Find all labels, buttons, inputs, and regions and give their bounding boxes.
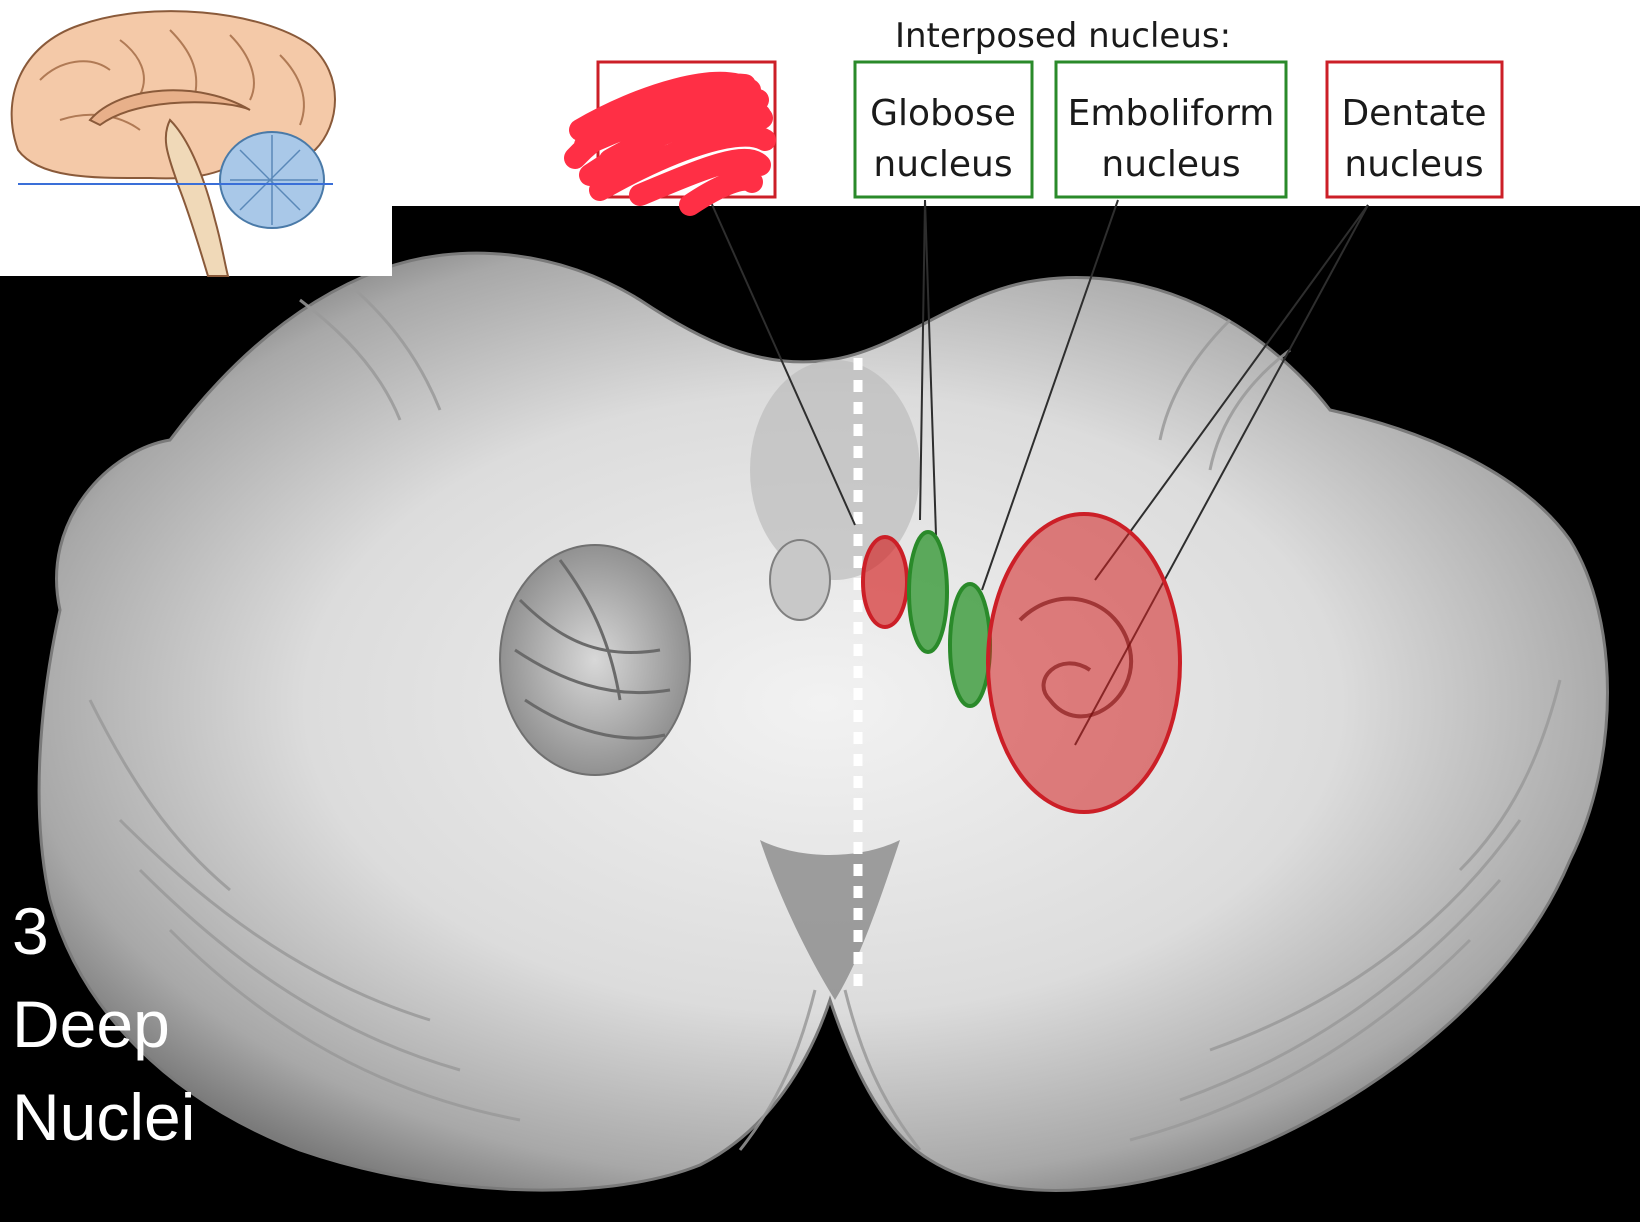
left-folia-cluster — [499, 544, 691, 776]
inset-gyri — [39, 29, 305, 131]
vermis — [750, 360, 920, 580]
inset-cerebellum-folia — [230, 135, 318, 225]
caption-line-3: Nuclei — [12, 1080, 196, 1154]
inset-brainstem — [164, 118, 230, 277]
emboliform-label-line1: Emboliform — [1068, 93, 1275, 134]
redaction-scribble — [564, 71, 776, 216]
folia-texture — [88, 283, 1562, 1151]
dentate-label-line2: nucleus — [1344, 144, 1483, 185]
emboliform-label-line2: nucleus — [1101, 144, 1240, 185]
globose-label-line1: Globose — [870, 93, 1016, 134]
dentate-folds — [1018, 596, 1134, 719]
caption-line-2: Deep — [12, 987, 170, 1061]
inset-corpus-callosum — [88, 89, 251, 127]
midline-notch — [760, 840, 900, 1000]
globose-label-line2: nucleus — [873, 144, 1012, 185]
dentate-label-box: Dentate nucleus — [1325, 60, 1504, 199]
caption-line-1: 3 — [12, 894, 49, 968]
brain-inset — [0, 0, 392, 277]
interposed-header: Interposed nucleus: — [895, 16, 1231, 56]
emboliform-label-box: Emboliform nucleus — [1054, 60, 1288, 199]
slide-caption: 3 Deep Nuclei — [12, 885, 195, 1164]
dentate-nucleus-highlight — [986, 512, 1182, 814]
globose-nucleus-highlight — [907, 530, 949, 654]
globose-label-box: Globose nucleus — [853, 60, 1034, 199]
leader-lines — [709, 199, 1369, 746]
fastigial-nucleus-highlight — [861, 535, 909, 629]
dentate-label-line1: Dentate — [1341, 93, 1486, 134]
left-folia-lines — [514, 559, 671, 740]
emboliform-nucleus-highlight — [948, 582, 992, 708]
fastigial-label-box — [564, 60, 777, 216]
small-nodule — [769, 539, 831, 621]
